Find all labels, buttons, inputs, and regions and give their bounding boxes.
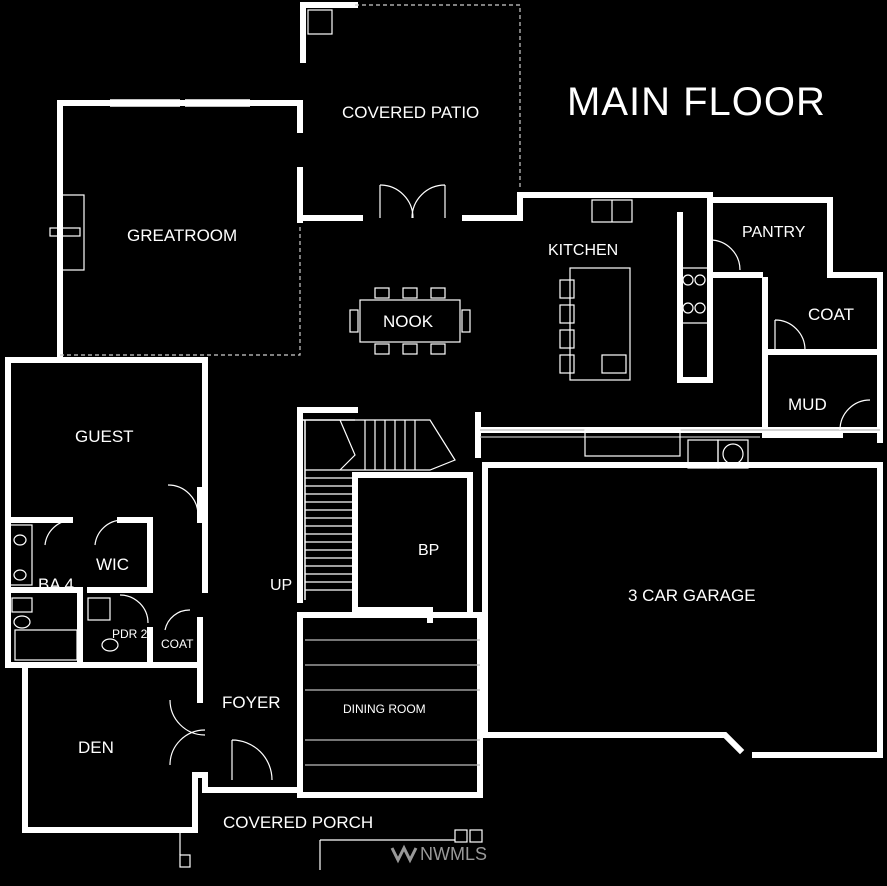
label-coat-lower: COAT [161, 637, 194, 651]
watermark: NWMLS [390, 844, 487, 864]
label-pantry: PANTRY [742, 224, 806, 241]
label-mud: MUD [788, 395, 827, 414]
label-nook: NOOK [383, 312, 434, 331]
label-ba4: BA 4 [38, 575, 74, 594]
label-greatroom: GREATROOM [127, 226, 237, 245]
watermark-logo-icon [390, 844, 418, 864]
label-garage: 3 CAR GARAGE [628, 586, 756, 605]
label-covered-patio: COVERED PATIO [342, 103, 479, 122]
label-pdr2: PDR 2 [112, 627, 148, 641]
label-den: DEN [78, 738, 114, 757]
label-foyer: FOYER [222, 693, 281, 712]
label-up: UP [270, 577, 292, 594]
label-coat-upper: COAT [808, 305, 854, 324]
label-dining-room: DINING ROOM [343, 702, 426, 716]
label-kitchen: KITCHEN [548, 242, 618, 259]
watermark-text: NWMLS [420, 844, 487, 864]
label-wic: WIC [96, 555, 129, 574]
plan-title: MAIN FLOOR [567, 80, 826, 124]
fixtures [9, 9, 749, 661]
label-covered-porch: COVERED PORCH [223, 813, 373, 832]
porch-posts [179, 829, 483, 870]
walls [5, 2, 883, 833]
label-guest: GUEST [75, 427, 134, 446]
label-bp: BP [418, 542, 439, 559]
doors [44, 184, 871, 781]
